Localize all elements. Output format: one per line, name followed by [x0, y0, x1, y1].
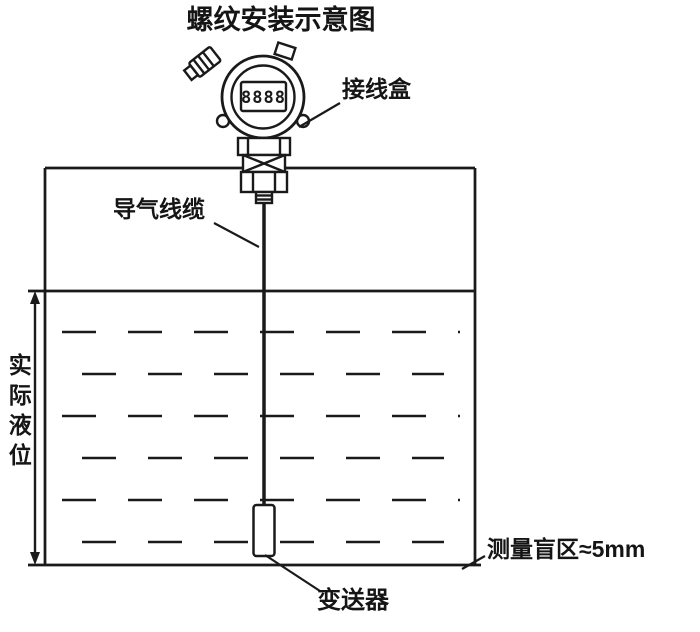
junction-box-leader — [298, 102, 341, 128]
blind-zone-leader — [461, 555, 486, 570]
lcd-display-digits: 8888 — [241, 88, 286, 108]
clamp-cross-2 — [242, 153, 286, 174]
air-cable-leader — [213, 222, 260, 248]
lcd-display-frame — [239, 80, 288, 113]
cable-gland — [182, 46, 222, 82]
arrowhead-up — [30, 291, 40, 304]
level-dimension — [30, 291, 40, 565]
probe-body — [252, 503, 276, 558]
transmitter-head: 8888 — [182, 41, 311, 205]
diagram-title: 螺纹安装示意图 — [186, 5, 376, 35]
top-entry-plug — [273, 41, 297, 61]
thread-stub — [254, 190, 274, 205]
transmitter-label: 变送器 — [317, 587, 389, 614]
neck-flange — [236, 136, 292, 157]
actual-level-label: 实际液位 — [5, 353, 32, 473]
arrowhead-down — [30, 552, 40, 565]
junction-box-label: 接线盒 — [342, 76, 411, 102]
transmitter-leader — [264, 554, 321, 592]
hex-nut — [239, 170, 289, 194]
air-cable-label: 导气线缆 — [113, 196, 205, 222]
liquid-dashes — [62, 330, 460, 544]
blind-zone-label: 测量盲区≈5mm — [487, 536, 646, 562]
